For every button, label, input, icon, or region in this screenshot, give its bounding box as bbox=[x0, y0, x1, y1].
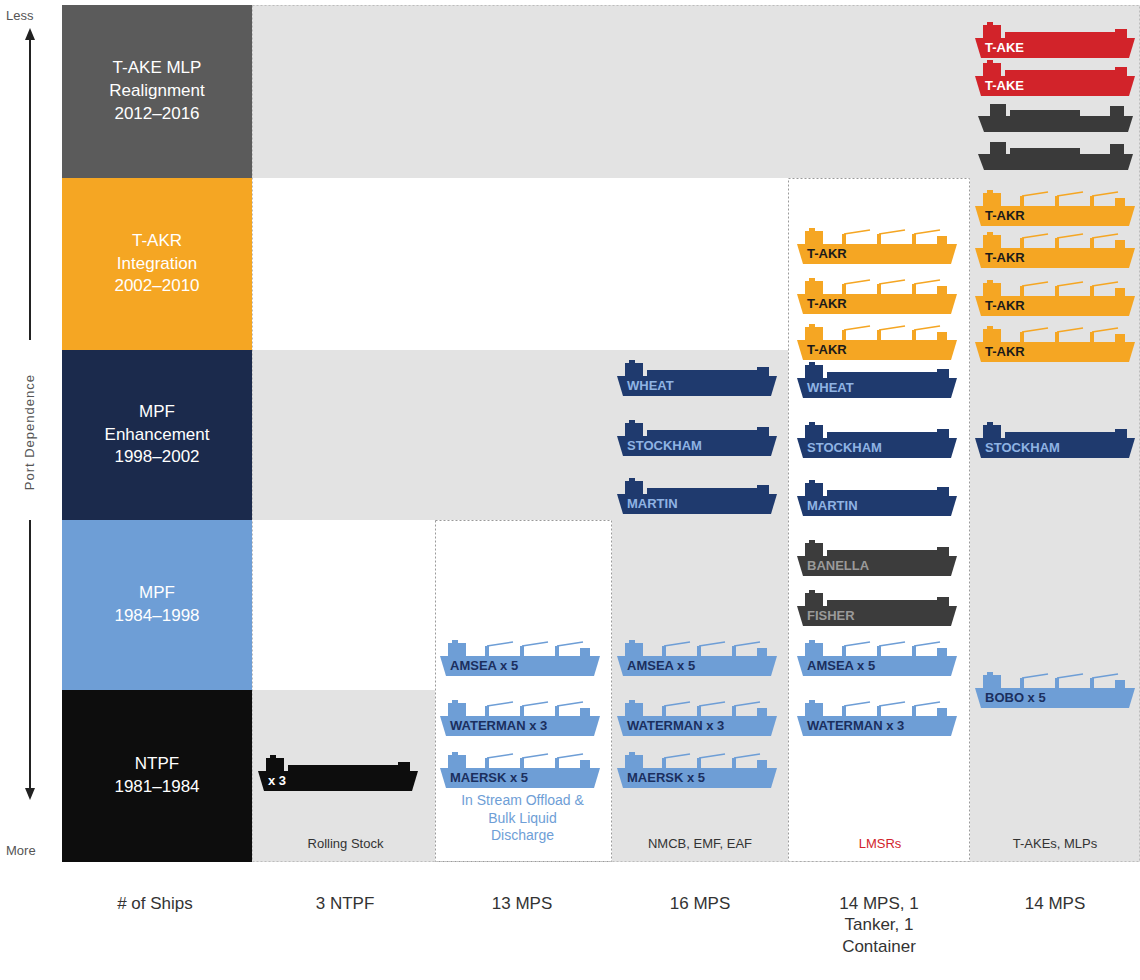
ship: WATERMAN x 3 bbox=[797, 700, 957, 736]
ship: WHEAT bbox=[617, 360, 777, 396]
ship-label: T-AKR bbox=[807, 340, 847, 360]
era-band: T-AKR Integration2002–2010 bbox=[62, 178, 252, 350]
ship: AMSEA x 5 bbox=[797, 640, 957, 676]
dotted-outline bbox=[789, 179, 970, 862]
era-years: 2002–2010 bbox=[97, 275, 217, 298]
era-name: MPF Enhancement bbox=[97, 401, 217, 447]
ship: BOBO x 5 bbox=[975, 672, 1135, 708]
ship: T-AKR bbox=[975, 190, 1135, 226]
grey-region bbox=[970, 5, 1140, 862]
ship-label: T-AKR bbox=[807, 294, 847, 314]
ship-count: 3 NTPF bbox=[265, 893, 425, 914]
era-years: 2012–2016 bbox=[97, 103, 217, 126]
ship: STOCKHAM bbox=[975, 422, 1135, 458]
ship: T-AKR bbox=[975, 326, 1135, 362]
ship-label: AMSEA x 5 bbox=[450, 656, 518, 676]
ship: MARTIN bbox=[617, 478, 777, 514]
ship-label: MAERSK x 5 bbox=[627, 768, 705, 788]
ship: WATERMAN x 3 bbox=[440, 700, 600, 736]
ship-label: WATERMAN x 3 bbox=[450, 716, 547, 736]
ship-label: AMSEA x 5 bbox=[807, 656, 875, 676]
era-name: NTPF bbox=[97, 753, 217, 776]
column-note: T-AKEs, MLPs bbox=[975, 836, 1135, 852]
ship-label: T-AKR bbox=[985, 342, 1025, 362]
ship: MAERSK x 5 bbox=[617, 752, 777, 788]
ship-label: T-AKR bbox=[807, 244, 847, 264]
arrow-head bbox=[25, 788, 35, 800]
ship: T-AKR bbox=[975, 280, 1135, 316]
ship: T-AKR bbox=[797, 278, 957, 314]
ship: T-AKR bbox=[797, 324, 957, 360]
axis-title: Port Dependence bbox=[22, 372, 38, 492]
grey-region bbox=[252, 350, 612, 520]
ship-label: WHEAT bbox=[807, 378, 854, 398]
ship: BANELLA bbox=[797, 540, 957, 576]
arrow-head bbox=[25, 28, 35, 40]
grey-region bbox=[252, 5, 970, 178]
ship: MARTIN bbox=[797, 480, 957, 516]
column-note: In Stream Offload & Bulk Liquid Discharg… bbox=[455, 792, 590, 845]
ship-label: STOCKHAM bbox=[807, 438, 882, 458]
ship: x 3 bbox=[258, 755, 418, 791]
ship: T-AKE bbox=[975, 22, 1135, 58]
ship-label: T-AKR bbox=[985, 248, 1025, 268]
ship-label: STOCKHAM bbox=[627, 436, 702, 456]
ship-label: T-AKR bbox=[985, 206, 1025, 226]
ship-count: 16 MPS bbox=[620, 893, 780, 914]
ship: T-AKR bbox=[975, 232, 1135, 268]
era-name: T-AKR Integration bbox=[97, 230, 217, 276]
era-years: 1984–1998 bbox=[97, 605, 217, 628]
era-band: NTPF1981–1984 bbox=[62, 690, 252, 862]
ship-label: AMSEA x 5 bbox=[627, 656, 695, 676]
ship-label: FISHER bbox=[807, 606, 855, 626]
ship-label: STOCKHAM bbox=[985, 438, 1060, 458]
column-note: NMCB, EMF, EAF bbox=[622, 836, 778, 852]
ship-label: MARTIN bbox=[807, 496, 858, 516]
era-band: MPF1984–1998 bbox=[62, 520, 252, 690]
ship-count: 13 MPS bbox=[442, 893, 602, 914]
ship: STOCKHAM bbox=[797, 422, 957, 458]
ship-label: BOBO x 5 bbox=[985, 688, 1046, 708]
era-name: MPF bbox=[97, 582, 217, 605]
column-note: Rolling Stock bbox=[268, 836, 423, 852]
dotted-outline bbox=[253, 6, 1140, 862]
axis-end: More bbox=[6, 843, 54, 859]
ship: AMSEA x 5 bbox=[440, 640, 600, 676]
ship-label: T-AKE bbox=[985, 76, 1024, 96]
ship: T-AKE bbox=[975, 60, 1135, 96]
ship-label: T-AKE bbox=[985, 38, 1024, 58]
era-name: T-AKE MLP Realignment bbox=[97, 57, 217, 103]
era-years: 1998–2002 bbox=[97, 446, 217, 469]
ship: WATERMAN x 3 bbox=[617, 700, 777, 736]
ship: MAERSK x 5 bbox=[440, 752, 600, 788]
axis-arrow bbox=[29, 36, 31, 340]
era-band: MPF Enhancement1998–2002 bbox=[62, 350, 252, 520]
ship: WHEAT bbox=[797, 362, 957, 398]
ship-label: WATERMAN x 3 bbox=[807, 716, 904, 736]
column-note: LMSRs bbox=[800, 836, 960, 852]
era-years: 1981–1984 bbox=[97, 776, 217, 799]
ship-count: 14 MPS bbox=[975, 893, 1135, 914]
grey-region bbox=[252, 690, 435, 862]
ship: T-AKR bbox=[797, 228, 957, 264]
ship-label: WHEAT bbox=[627, 376, 674, 396]
ship: FISHER bbox=[797, 590, 957, 626]
ship-label: WATERMAN x 3 bbox=[627, 716, 724, 736]
dotted-outline bbox=[436, 521, 612, 862]
ship-label: BANELLA bbox=[807, 556, 869, 576]
row-title: # of Ships bbox=[90, 893, 220, 914]
ship: AMSEA x 5 bbox=[617, 640, 777, 676]
mlp-ship bbox=[978, 142, 1133, 170]
mlp-ship bbox=[978, 104, 1133, 132]
era-band: T-AKE MLP Realignment2012–2016 bbox=[62, 5, 252, 178]
ship-label: MAERSK x 5 bbox=[450, 768, 528, 788]
grey-region bbox=[612, 350, 788, 862]
ship: STOCKHAM bbox=[617, 420, 777, 456]
axis-end: Less bbox=[6, 8, 54, 24]
ship-label: x 3 bbox=[268, 771, 286, 791]
axis-arrow bbox=[29, 520, 31, 792]
ship-label: T-AKR bbox=[985, 296, 1025, 316]
ship-label: MARTIN bbox=[627, 494, 678, 514]
ship-count: 14 MPS, 1 Tanker, 1 Container bbox=[829, 893, 929, 957]
